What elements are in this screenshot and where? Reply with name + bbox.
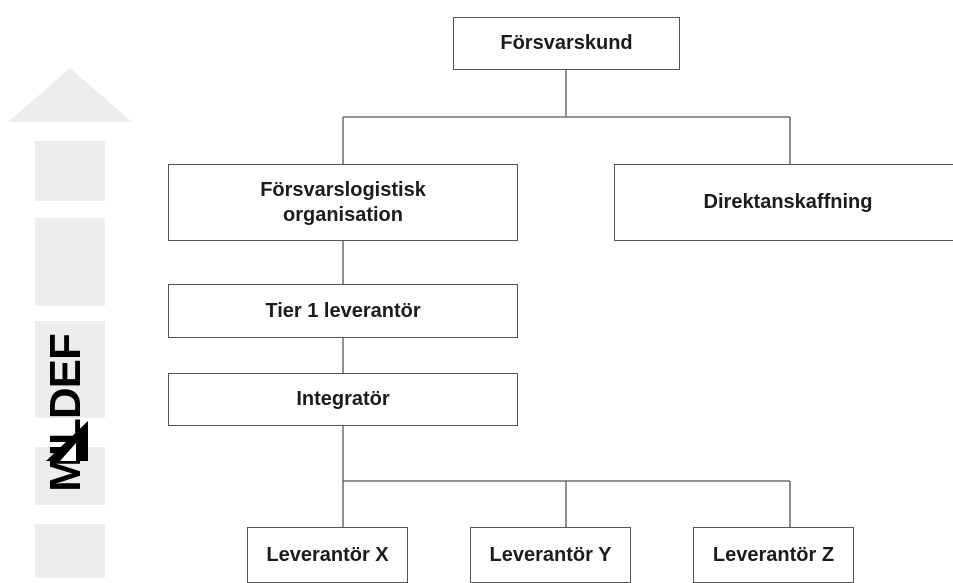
node-label: Försvarslogistisk organisation — [260, 178, 426, 226]
node-label: Tier 1 leverantör — [265, 299, 421, 322]
node-label: Direktanskaffning — [703, 191, 873, 213]
node-label: Leverantör Y — [489, 543, 612, 566]
node-forsvarslogistisk-organisation: Försvarslogistisk organisation — [168, 164, 518, 241]
node-tier1-leverantor: Tier 1 leverantör — [168, 284, 518, 338]
mildef-triangle-icon — [46, 421, 88, 461]
node-label: Integratör — [296, 388, 390, 410]
mildef-logo: MILDEF — [40, 255, 92, 492]
node-label: Leverantör X — [266, 543, 389, 566]
arrow-segment — [35, 321, 105, 418]
node-leverantor-y: Leverantör Y — [470, 527, 631, 583]
node-direktanskaffning: Direktanskaffning — [614, 164, 953, 241]
node-leverantor-z: Leverantör Z — [693, 527, 854, 583]
node-leverantor-x: Leverantör X — [247, 527, 408, 583]
node-forsvarskund: Försvarskund — [453, 17, 680, 70]
arrow-segment — [35, 218, 105, 306]
arrow-segment — [35, 524, 105, 578]
node-label: Leverantör Z — [712, 543, 835, 566]
node-label: Försvarskund — [500, 32, 633, 54]
arrow-segment — [35, 141, 105, 201]
arrow-head — [8, 68, 132, 122]
node-integrator: Integratör — [168, 373, 518, 426]
